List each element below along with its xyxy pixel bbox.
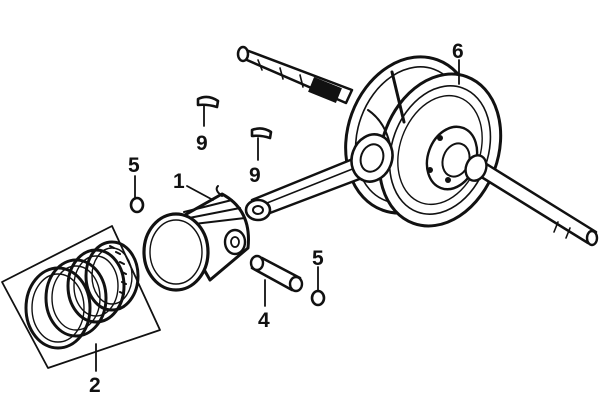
connecting-rod <box>244 133 394 222</box>
circlip-left <box>129 196 145 214</box>
woodruff-key-lower <box>250 127 273 140</box>
callout-piston: 1 <box>173 170 185 193</box>
crankshaft-right-shaft <box>464 154 599 247</box>
piston-pin <box>249 254 304 293</box>
callout-key-lower: 9 <box>249 164 261 187</box>
crankshaft-flywheel <box>344 55 503 228</box>
leader-lines <box>95 59 460 372</box>
crankshaft-left-shaft <box>236 45 354 105</box>
piston-ring <box>24 266 92 350</box>
callout-circlip-right: 5 <box>312 247 324 270</box>
woodruff-key-upper <box>196 95 220 109</box>
callout-key-upper: 9 <box>196 132 208 155</box>
callout-circlip-left: 5 <box>128 154 140 177</box>
circlip-right <box>310 289 326 307</box>
crankshaft-assembly <box>236 45 599 247</box>
callout-crankshaft: 6 <box>452 40 464 63</box>
piston-ring <box>44 258 108 338</box>
piston-ring-set <box>1 225 161 369</box>
callout-ring-set: 2 <box>89 374 101 397</box>
piston <box>142 185 250 292</box>
callout-piston-pin: 4 <box>258 309 270 332</box>
